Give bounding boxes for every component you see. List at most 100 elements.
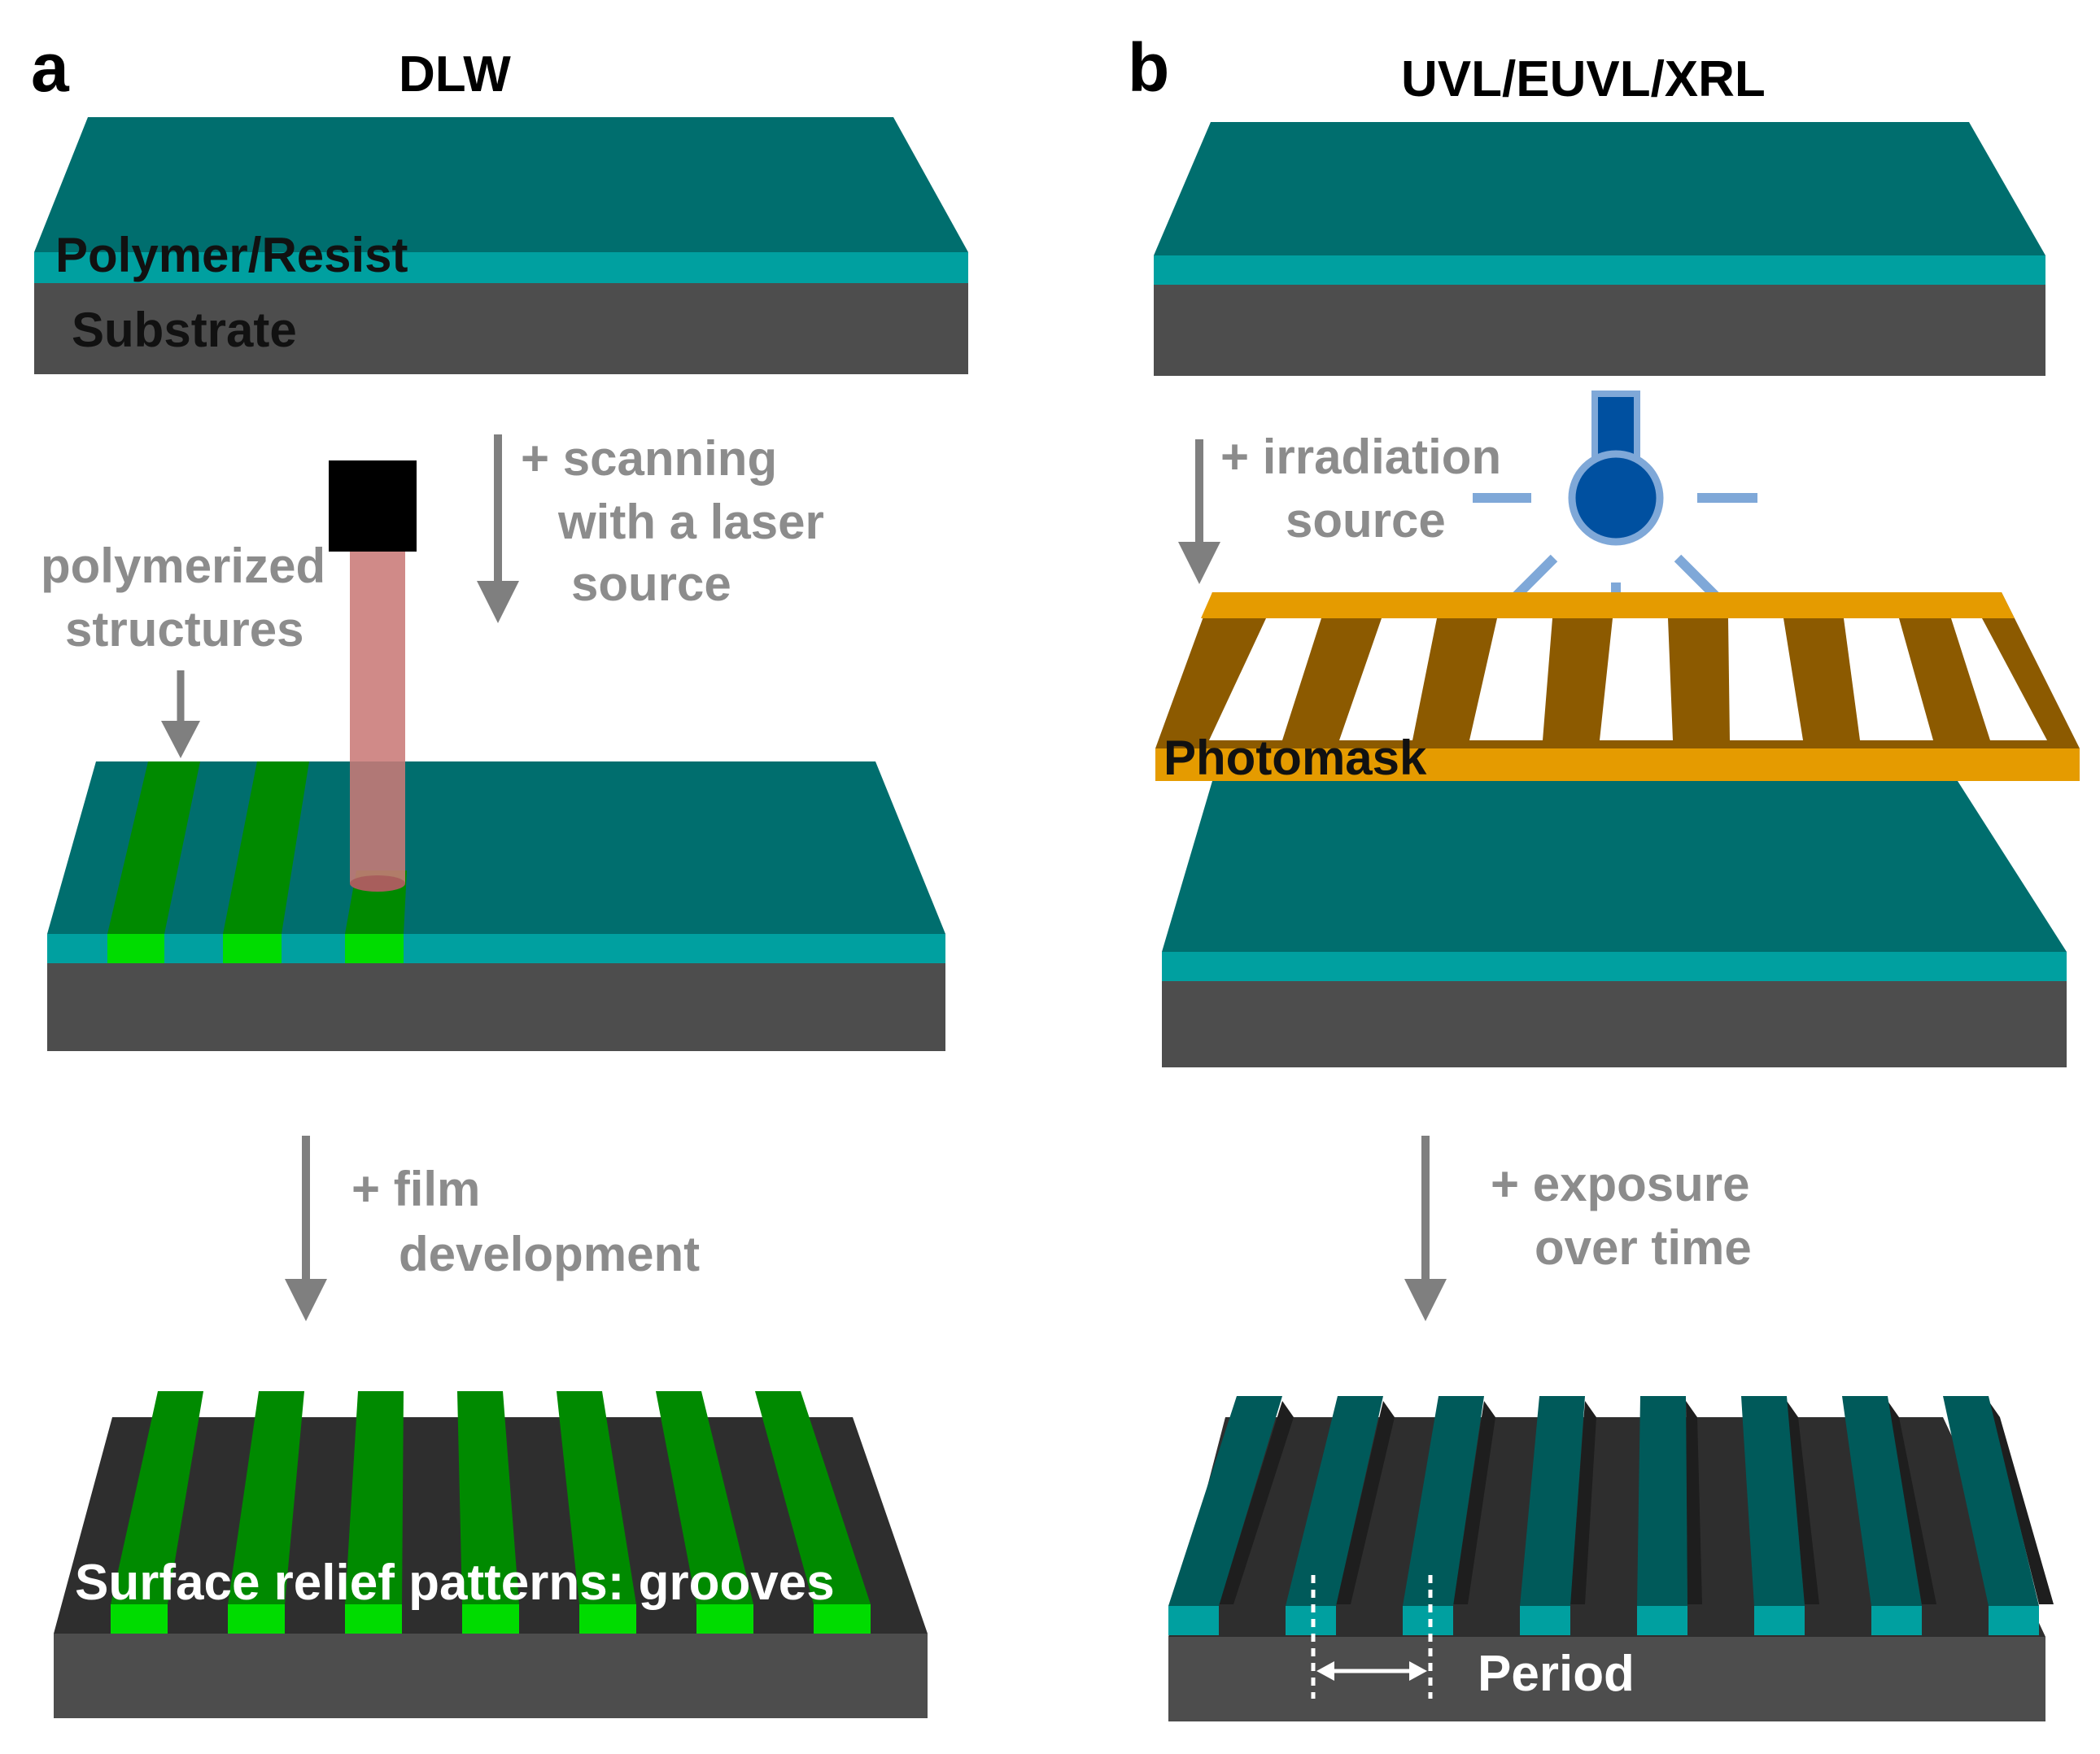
panel-b-exposure-wafer (1162, 781, 2067, 1067)
ridge-shadow (1686, 1401, 1702, 1604)
panel-b-letter: b (1128, 29, 1169, 106)
ridge-top (1168, 1396, 1282, 1606)
groove-stripe-edge (462, 1604, 519, 1634)
substrate-block (54, 1634, 928, 1718)
groove-stripe (111, 1391, 203, 1604)
groove-stripe-edge (814, 1604, 871, 1634)
groove-stripe (457, 1391, 519, 1604)
ridge-shadow (1336, 1401, 1395, 1604)
groove-stripe-edge (228, 1604, 285, 1634)
development-step-line1: + film (351, 1162, 480, 1216)
polymerized-stripe-edge (223, 934, 282, 963)
substrate-block (1162, 981, 2067, 1067)
resist-edge (1162, 952, 2067, 981)
photomask-label: Photomask (1164, 731, 1427, 785)
ridge-shadow (1570, 1401, 1596, 1604)
substrate-block (34, 283, 968, 374)
photomask-opening (1600, 618, 1673, 740)
ridge-shadow (1888, 1401, 1936, 1604)
exposure-step-line1: + exposure (1491, 1157, 1750, 1211)
groove-stripe (228, 1391, 304, 1604)
polymerized-stripe (223, 761, 309, 934)
groove-stripe-edge (579, 1604, 636, 1634)
ridge-front (1168, 1606, 1219, 1635)
polymer-resist-label: Polymer/Resist (55, 228, 408, 282)
ridge-top (1637, 1396, 1687, 1606)
resist-edge (47, 934, 945, 963)
irradiation-lamp-icon (1473, 391, 1757, 643)
polymerized-stripe-edge (345, 934, 404, 963)
substrate-label: Substrate (72, 303, 297, 357)
ridge-front (1871, 1606, 1922, 1635)
panel-a-letter: a (31, 29, 70, 106)
ridge-top (1403, 1396, 1484, 1606)
substrate-top-surface (1168, 1417, 2045, 1637)
ridge-shadow (1787, 1401, 1819, 1604)
panel-a-blank-wafer (34, 117, 968, 374)
photomask-opening (1209, 618, 1321, 740)
photomask-top-rim (1201, 592, 2015, 618)
photomask (1155, 592, 2080, 781)
panel-b-title: UVL/EUVL/XRL (1401, 51, 1766, 107)
period-marker (1311, 1575, 1433, 1699)
resist-edge (34, 252, 968, 283)
polymerized-callout-line2: structures (65, 602, 303, 657)
polymerized-stripe (107, 761, 200, 934)
ridge-top (1286, 1396, 1383, 1606)
irradiation-step-line1: + irradiation (1220, 430, 1501, 484)
development-step-arrow (285, 1136, 327, 1321)
scanning-step-line2: with a laser (557, 495, 824, 549)
development-step-line2: development (399, 1227, 700, 1281)
groove-stripe (755, 1391, 871, 1604)
ridge-front (1403, 1606, 1453, 1635)
ridge-top (1741, 1396, 1805, 1606)
polymerized-callout-arrow (161, 670, 200, 758)
photomask-opening (1728, 618, 1803, 740)
ridge-shadow (1989, 1401, 2054, 1604)
ridge-front (1989, 1606, 2039, 1635)
exposure-step-line2: over time (1535, 1220, 1752, 1275)
laser-beam (350, 550, 405, 884)
groove-stripe (656, 1391, 753, 1604)
ridge-front (1286, 1606, 1336, 1635)
photomask-opening (1844, 618, 1933, 740)
resist-top-surface (1154, 122, 2045, 255)
scanning-step-line1: + scanning (521, 431, 777, 486)
resist-ridges (1168, 1396, 2054, 1635)
polymerized-callout-line1: polymerized (41, 539, 325, 593)
ridge-top (1842, 1396, 1922, 1606)
exposure-step-arrow (1404, 1136, 1447, 1321)
photomask-opening (1339, 618, 1437, 740)
groove-stripe (345, 1391, 404, 1604)
period-label: Period (1478, 1646, 1635, 1702)
panel-a-scanning-wafer (47, 460, 945, 1051)
substrate-block (1154, 285, 2045, 376)
resist-top-surface (34, 117, 968, 252)
groove-stripe-edge (345, 1604, 402, 1634)
laser-head (329, 460, 417, 552)
resist-edge (1154, 255, 2045, 285)
resist-top-surface (1162, 781, 2067, 952)
panel-a-developed-wafer (54, 1391, 928, 1718)
panel-b-blank-wafer (1154, 122, 2045, 376)
groove-stripe (557, 1391, 636, 1604)
photomask-opening (1469, 618, 1552, 740)
ridge-front (1520, 1606, 1570, 1635)
scanning-step-line3: source (571, 556, 731, 611)
laser-spot (350, 875, 405, 892)
substrate-block (47, 963, 945, 1051)
ridge-shadow (1219, 1401, 1294, 1604)
ridge-front (1754, 1606, 1805, 1635)
groove-stripe-edge (696, 1604, 753, 1634)
photomask-opening (1951, 618, 2047, 740)
irradiation-step-line2: source (1286, 493, 1446, 548)
surface-relief-label: Surface relief patterns: grooves (75, 1555, 835, 1611)
ridge-front (1637, 1606, 1687, 1635)
ridge-top (1943, 1396, 2039, 1606)
irradiation-step-arrow (1178, 439, 1220, 584)
photomask-edge (1155, 748, 2080, 781)
ridge-top (1520, 1396, 1585, 1606)
scanning-step-arrow (477, 434, 519, 623)
ridge-shadow (1453, 1401, 1495, 1604)
